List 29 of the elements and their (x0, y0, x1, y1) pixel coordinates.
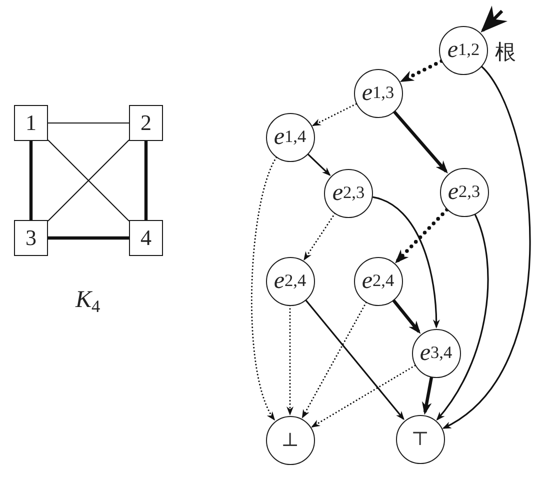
dotted-arrow (251, 156, 278, 421)
dotted-arrow (400, 59, 444, 82)
arrow (442, 66, 531, 429)
arrow (372, 196, 440, 328)
node-circle: ⊤ (396, 414, 444, 464)
arrow (307, 153, 331, 176)
edge-line (48, 122, 129, 124)
vertex-box: 1 (14, 105, 48, 141)
vertex-box: 3 (14, 220, 48, 256)
graph-label: K$_{4}$ (76, 288, 100, 312)
arrow (304, 299, 404, 420)
dotted-arrow (311, 364, 416, 428)
crossed-lines (47, 139, 130, 222)
node-circle: ⊥ (266, 416, 314, 464)
arrow (480, 6, 508, 33)
vertex-box: 4 (129, 220, 163, 256)
vertex-box: 2 (129, 105, 163, 141)
arrow (422, 376, 434, 415)
arrow (392, 299, 421, 334)
node-caption: 根 (495, 42, 516, 63)
edge-line (144, 141, 148, 220)
arrow (436, 214, 489, 421)
dotted-arrow (302, 302, 367, 419)
edge-line (29, 141, 33, 220)
dotted-arrow (312, 103, 357, 126)
dotted-arrow (395, 208, 449, 264)
edge-line (48, 236, 129, 240)
dotted-arrow (304, 212, 336, 261)
arrow (392, 110, 448, 174)
